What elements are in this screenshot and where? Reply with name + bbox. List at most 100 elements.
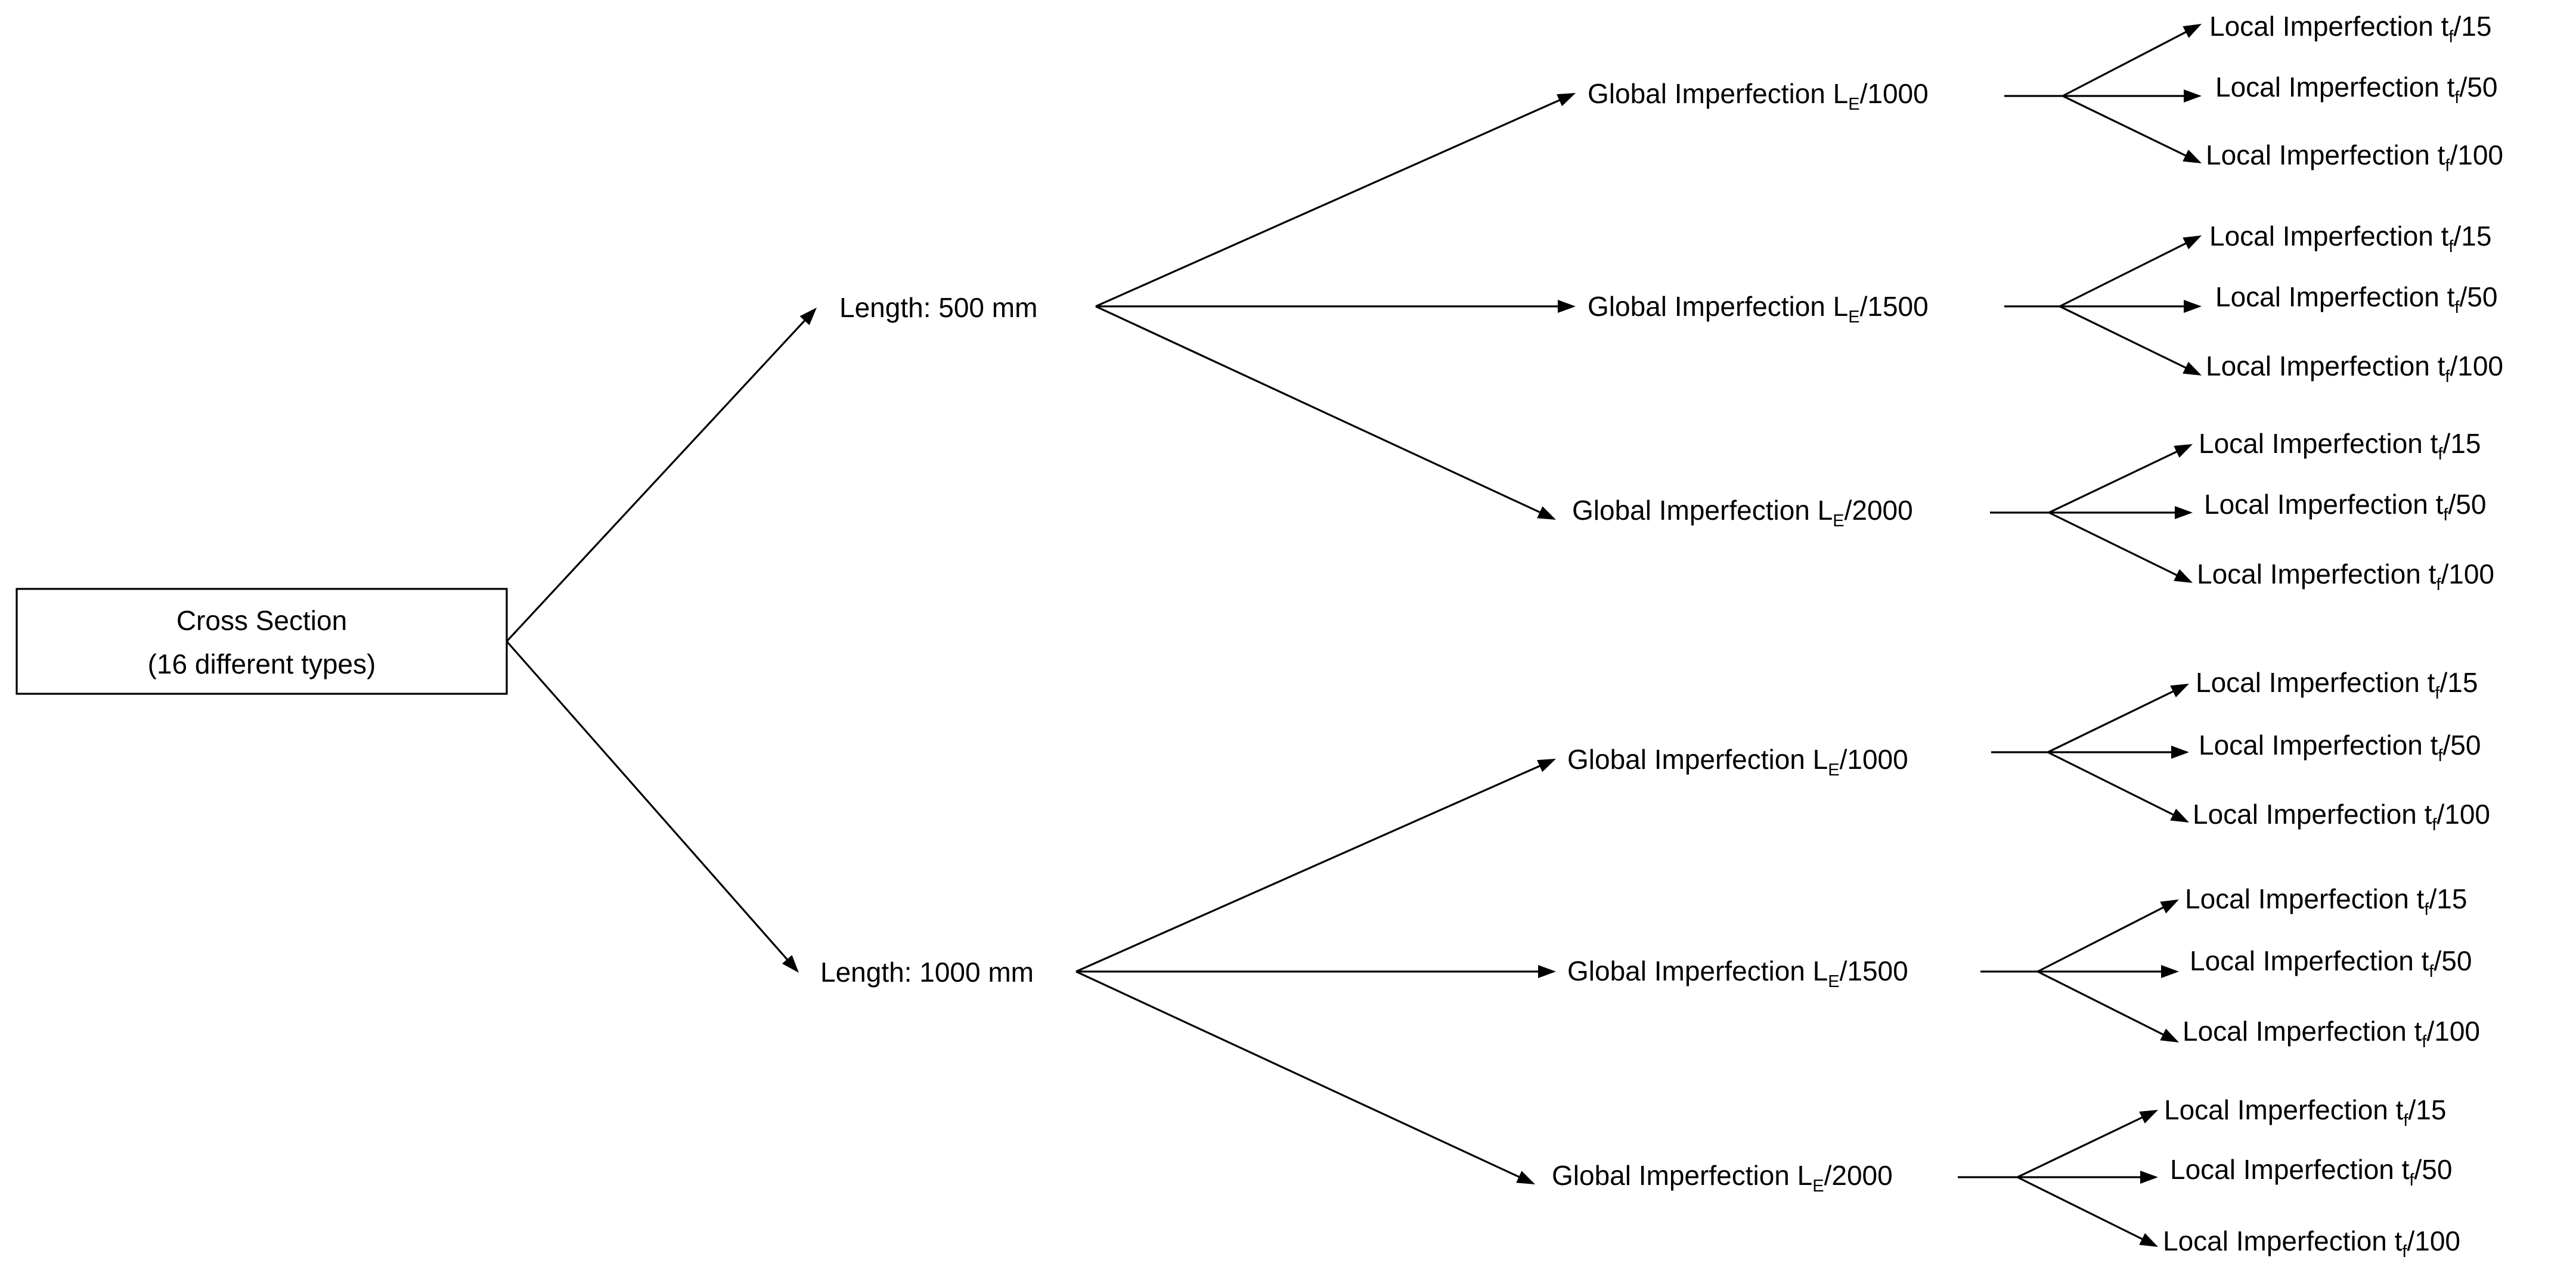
global-0-1-to-local-1-arrow-arrowhead: [2184, 300, 2202, 313]
root-label-line1: Cross Section: [176, 605, 347, 636]
root-to-length-0-arrow-line: [506, 319, 807, 643]
local-node-0-1-2-subscript: f: [2445, 367, 2450, 386]
global-node-1-2-prefix: Global Imperfection L: [1552, 1160, 1812, 1191]
local-node-1-0-1: Local Imperfection tf/50: [2199, 730, 2481, 765]
local-node-0-0-2: Local Imperfection tf/100: [2206, 139, 2503, 175]
local-node-0-1-0-subscript: f: [2448, 237, 2454, 256]
global-0-1-to-local-0-arrow-line: [2059, 242, 2187, 308]
global-1-2-to-local-2-arrow-arrowhead: [2139, 1233, 2158, 1247]
global-node-1-1-subscript: E: [1828, 972, 1839, 991]
local-node-1-2-1-subscript: f: [2409, 1171, 2414, 1190]
global-1-0-to-local-1-arrow-arrowhead: [2171, 746, 2189, 759]
root-to-length-1-arrow-arrowhead: [782, 955, 799, 973]
local-node-0-1-2-suffix: /100: [2450, 350, 2503, 381]
local-node-0-0-2-subscript: f: [2445, 156, 2450, 175]
global-node-1-1: Global Imperfection LE/1500: [1567, 955, 1908, 991]
root-box: [16, 588, 508, 695]
root-node: Cross Section (16 different types): [16, 588, 508, 695]
local-node-1-1-0-suffix: /15: [2429, 883, 2467, 914]
global-node-1-0-suffix: /1000: [1840, 744, 1908, 775]
global-1-2-to-local-0-arrow-arrowhead: [2139, 1110, 2158, 1124]
global-0-0-to-local-0-arrow-arrowhead: [2183, 24, 2202, 38]
local-node-0-0-1: Local Imperfection tf/50: [2215, 72, 2497, 107]
local-node-1-1-1: Local Imperfection tf/50: [2190, 945, 2472, 981]
global-1-0-to-local-0-arrow-line: [2047, 690, 2175, 753]
global-1-1-to-local-2-arrow-line: [2037, 970, 2165, 1036]
local-node-1-0-1-prefix: Local Imperfection t: [2199, 730, 2438, 761]
local-node-0-2-1-suffix: /50: [2448, 489, 2486, 520]
local-node-0-0-0-subscript: f: [2448, 27, 2454, 46]
global-node-0-1-prefix: Global Imperfection L: [1588, 291, 1848, 322]
global-node-1-0-prefix: Global Imperfection L: [1567, 744, 1828, 775]
length-1-to-global-2-arrow-line: [1075, 970, 1521, 1178]
edges: [506, 24, 2202, 1247]
global-node-0-2: Global Imperfection LE/2000: [1572, 495, 1913, 530]
length-node-1: Length: 1000 mm: [820, 957, 1034, 988]
local-node-0-1-2: Local Imperfection tf/100: [2206, 350, 2503, 386]
length-1-to-global-0-arrow-line: [1075, 764, 1542, 973]
length-1-to-global-0-arrow-arrowhead: [1537, 759, 1556, 772]
local-node-0-0-2-suffix: /100: [2450, 139, 2503, 170]
local-node-1-2-2: Local Imperfection tf/100: [2163, 1225, 2460, 1261]
local-node-1-1-1-prefix: Local Imperfection t: [2190, 945, 2429, 976]
local-node-0-2-0: Local Imperfection tf/15: [2199, 428, 2481, 464]
local-node-0-2-2-prefix: Local Imperfection t: [2197, 558, 2436, 589]
local-node-1-2-0-prefix: Local Imperfection t: [2164, 1094, 2404, 1125]
local-node-1-1-0-prefix: Local Imperfection t: [2185, 883, 2425, 914]
global-0-2-to-local-1-arrow-arrowhead: [2175, 506, 2193, 519]
local-node-1-1-2: Local Imperfection tf/100: [2183, 1016, 2480, 1051]
global-node-0-0-suffix: /1000: [1860, 78, 1929, 109]
local-node-0-1-0-prefix: Local Imperfection t: [2209, 221, 2449, 252]
global-node-0-1: Global Imperfection LE/1500: [1588, 291, 1929, 327]
local-node-0-2-2-suffix: /100: [2441, 558, 2494, 589]
global-node-1-0-subscript: E: [1828, 761, 1839, 780]
local-node-1-0-0-subscript: f: [2435, 684, 2440, 703]
global-0-2-to-local-0-arrow-arrowhead: [2174, 444, 2193, 458]
local-node-1-0-2: Local Imperfection tf/100: [2193, 799, 2490, 834]
local-node-1-2-2-subscript: f: [2402, 1242, 2407, 1261]
global-node-0-0: Global Imperfection LE/1000: [1588, 78, 1929, 114]
root-to-length-0-arrow-arrowhead: [799, 308, 817, 325]
length-1-to-global-1-arrow-arrowhead: [1538, 965, 1556, 978]
local-node-0-0-0-suffix: /15: [2453, 11, 2491, 42]
global-node-1-1-suffix: /1500: [1840, 955, 1908, 986]
global-node-0-0-prefix: Global Imperfection L: [1588, 78, 1848, 109]
local-node-0-0-1-prefix: Local Imperfection t: [2215, 72, 2455, 103]
local-node-1-0-0: Local Imperfection tf/15: [2196, 667, 2478, 703]
local-node-1-0-0-prefix: Local Imperfection t: [2196, 667, 2435, 698]
local-node-0-2-0-suffix: /15: [2442, 428, 2481, 459]
local-node-1-2-0-subscript: f: [2403, 1111, 2408, 1130]
local-node-0-0-0-prefix: Local Imperfection t: [2209, 11, 2449, 42]
local-node-1-2-2-prefix: Local Imperfection t: [2163, 1225, 2403, 1256]
local-node-1-0-2-suffix: /100: [2436, 799, 2490, 830]
local-node-0-1-1: Local Imperfection tf/50: [2215, 281, 2497, 317]
global-0-0-to-local-1-arrow-arrowhead: [2184, 89, 2202, 103]
global-node-0-1-suffix: /1500: [1860, 291, 1929, 322]
global-1-1-to-local-2-arrow-arrowhead: [2160, 1028, 2179, 1042]
global-node-0-2-subscript: E: [1833, 511, 1844, 530]
global-1-0-to-local-0-arrow-arrowhead: [2170, 684, 2189, 697]
length-0-to-global-2-arrow-arrowhead: [1537, 506, 1556, 520]
global-1-1-to-local-0-arrow-arrowhead: [2160, 899, 2179, 914]
global-0-1-to-local-2-arrow-line: [2059, 305, 2187, 370]
global-node-1-2-subscript: E: [1812, 1177, 1824, 1196]
local-node-1-2-1: Local Imperfection tf/50: [2170, 1154, 2452, 1190]
global-node-0-1-subscript: E: [1848, 308, 1859, 327]
local-node-1-2-1-prefix: Local Imperfection t: [2170, 1154, 2410, 1185]
local-node-1-2-2-suffix: /100: [2407, 1225, 2460, 1256]
local-node-0-2-1: Local Imperfection tf/50: [2204, 489, 2486, 525]
local-node-0-1-1-subscript: f: [2454, 298, 2460, 317]
global-1-1-to-local-0-arrow-line: [2037, 906, 2165, 973]
length-1-to-global-2-arrow-arrowhead: [1516, 1171, 1535, 1184]
local-node-0-1-0-suffix: /15: [2453, 221, 2491, 252]
global-1-0-to-local-2-arrow-line: [2047, 751, 2175, 816]
local-node-1-1-1-suffix: /50: [2434, 945, 2472, 976]
local-node-0-1-0: Local Imperfection tf/15: [2209, 221, 2491, 256]
root-label-line2: (16 different types): [148, 648, 376, 679]
local-node-1-0-2-prefix: Local Imperfection t: [2193, 799, 2432, 830]
local-node-0-0-1-subscript: f: [2454, 88, 2460, 107]
global-1-1-to-local-1-arrow-arrowhead: [2161, 965, 2179, 978]
root-to-length-1-arrow-line: [506, 640, 789, 961]
